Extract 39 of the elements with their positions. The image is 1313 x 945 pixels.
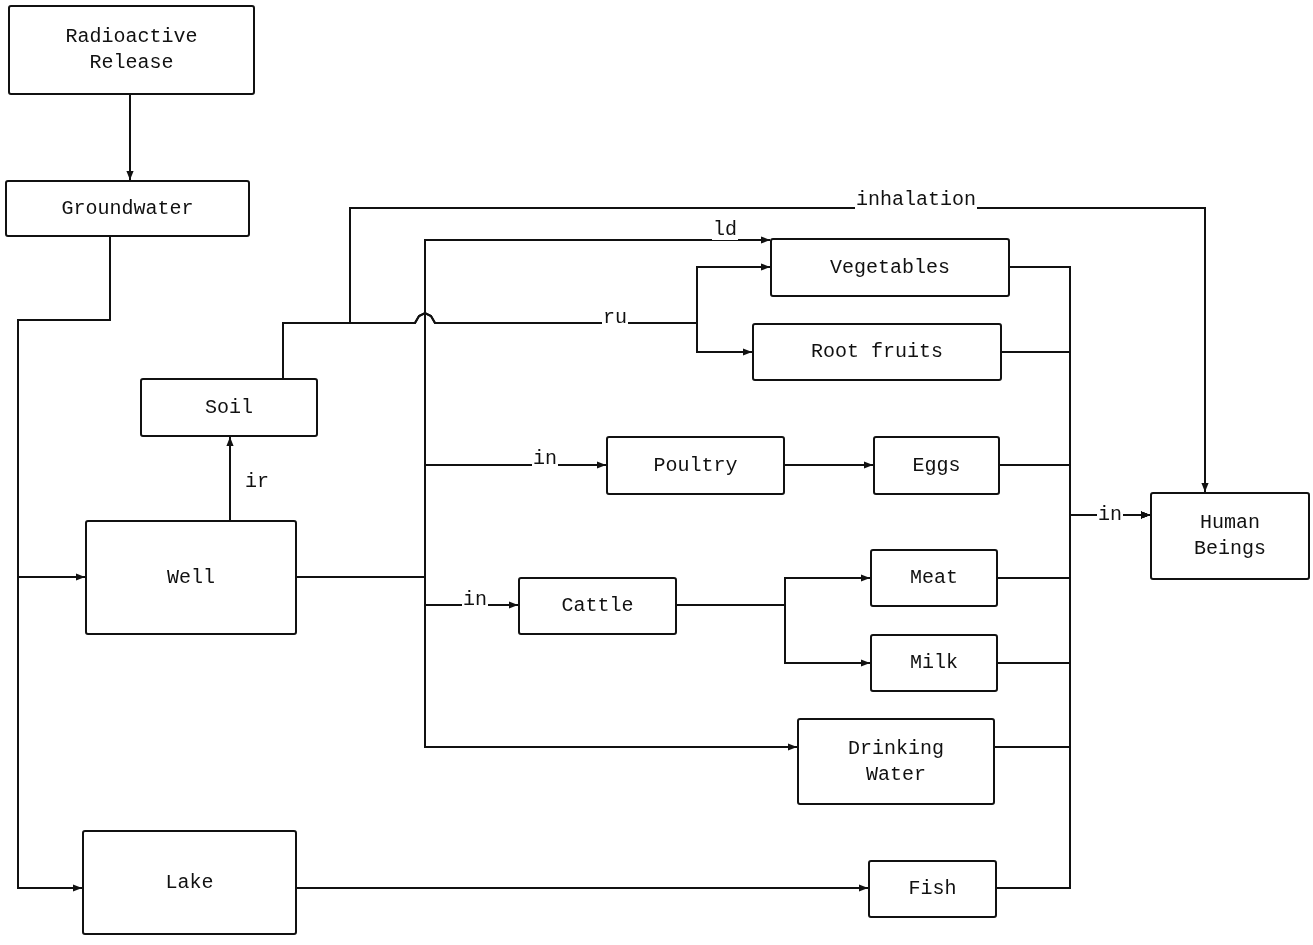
edge-label: inhalation xyxy=(855,190,978,210)
process-box xyxy=(870,549,998,607)
box-label: Soil xyxy=(205,394,253,421)
box-label: Well xyxy=(167,564,215,591)
arrow xyxy=(296,884,869,892)
process-box xyxy=(85,520,297,635)
box-label: Root fruits xyxy=(811,339,943,365)
process-box xyxy=(8,5,255,95)
process-box xyxy=(518,577,677,635)
box-label: Milk xyxy=(910,650,958,676)
edge-label: ld xyxy=(712,220,738,240)
arrow xyxy=(784,461,874,469)
box-label: Cattle xyxy=(561,593,634,619)
arrow xyxy=(676,604,871,667)
box-label: Eggs xyxy=(912,452,961,479)
edge-label: in xyxy=(532,449,558,469)
box-label: Poultry xyxy=(653,452,738,479)
process-box xyxy=(5,180,250,237)
process-box xyxy=(870,634,998,692)
process-box xyxy=(1150,492,1310,580)
box-label: Lake xyxy=(165,869,214,896)
box-label: Radioactive Release xyxy=(64,24,199,76)
box-label: Fish xyxy=(908,876,957,902)
process-box xyxy=(82,830,297,935)
box-label: Meat xyxy=(910,565,958,591)
arrow xyxy=(126,94,134,181)
box-label: Vegetables xyxy=(830,254,950,281)
process-box xyxy=(770,238,1010,297)
arrow xyxy=(996,511,1151,889)
box-label: Groundwater xyxy=(61,195,194,222)
box-label: Human Beings xyxy=(1193,510,1267,562)
arrow xyxy=(226,436,234,521)
process-box xyxy=(606,436,785,495)
process-box xyxy=(752,323,1002,381)
box-label: Drinking Water xyxy=(847,735,945,788)
process-box xyxy=(868,860,997,918)
process-box xyxy=(873,436,1000,495)
process-box xyxy=(797,718,995,805)
process-box xyxy=(140,378,318,437)
